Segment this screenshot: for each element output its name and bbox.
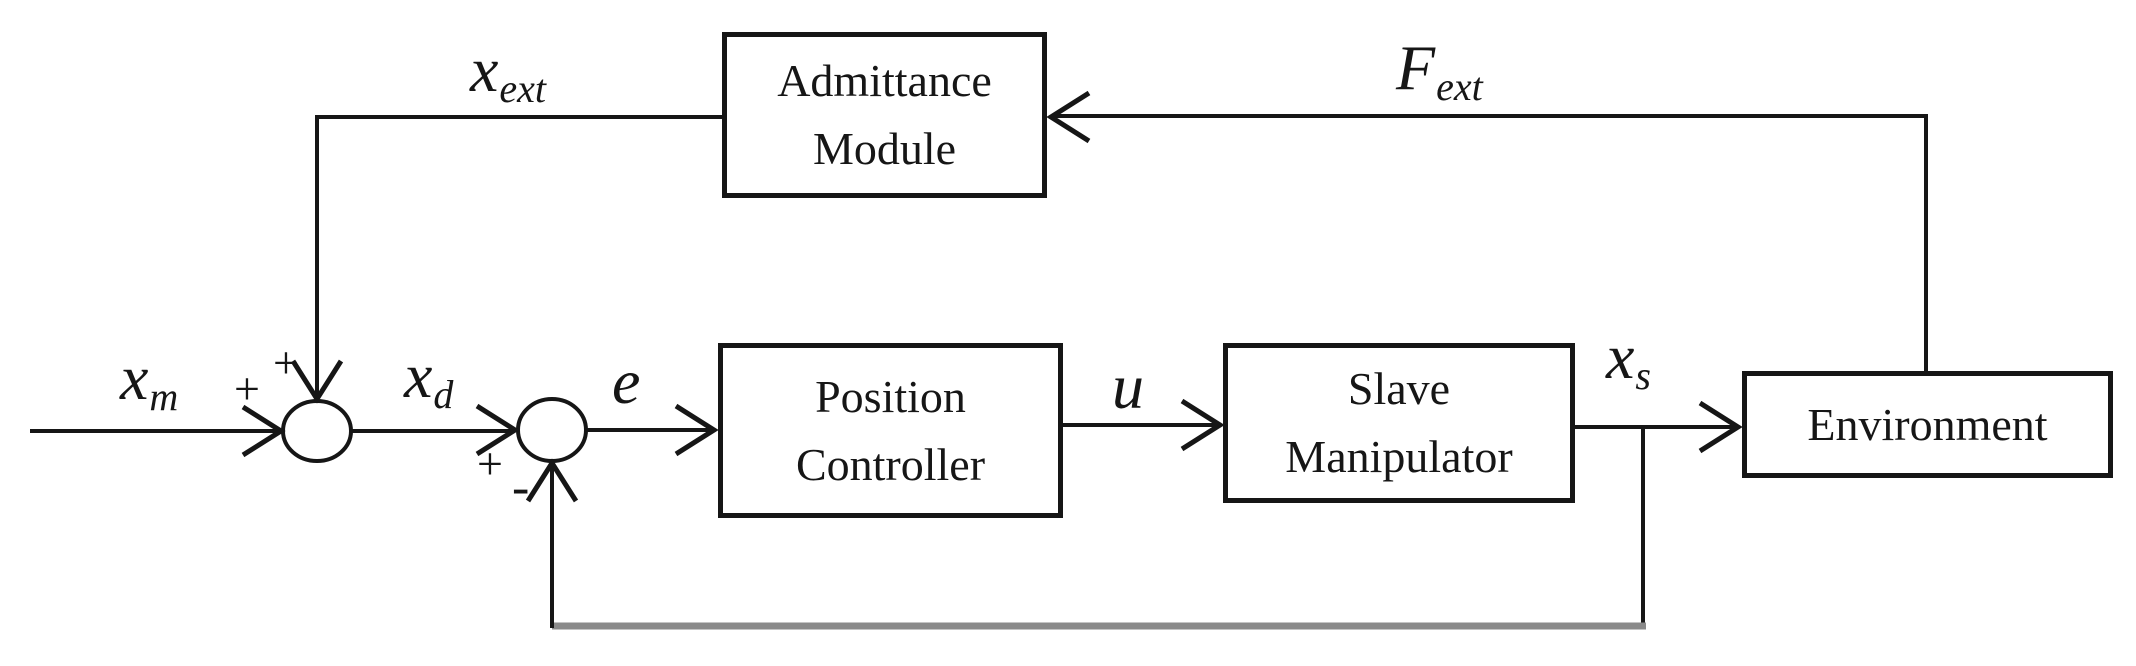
signal-e-symbol: e xyxy=(612,346,641,417)
arrowhead-into-position-controller xyxy=(674,403,719,457)
signal-xext-symbol: x xyxy=(470,34,499,105)
signal-xd-subscript: d xyxy=(433,372,454,418)
signal-xs-symbol: x xyxy=(1606,321,1635,392)
block-environment-label: Environment xyxy=(1807,398,2048,450)
signal-xd-symbol: x xyxy=(404,340,433,411)
block-slave-manipulator-label: Slave Manipulator xyxy=(1285,363,1513,482)
signal-label-e: e xyxy=(612,350,641,421)
sum1-top-plus-sign: + xyxy=(273,337,299,388)
sum2-left-plus-sign: + xyxy=(477,438,503,489)
block-admittance-module: Admittance Module xyxy=(722,32,1047,198)
arrowhead-into-environment xyxy=(1698,400,1743,454)
wire-xext-elbow xyxy=(315,115,722,399)
signal-xs-subscript: s xyxy=(1635,353,1651,399)
signal-fext-subscript: ext xyxy=(1436,64,1483,110)
arrowhead-xext-into-sum1 xyxy=(290,359,344,404)
arrowhead-into-sum1 xyxy=(241,404,286,458)
arrowhead-feedback-into-sum2 xyxy=(525,458,579,503)
sum1-left-plus-sign: + xyxy=(234,363,260,414)
signal-fext-symbol: F xyxy=(1396,32,1436,103)
signal-label-xext: xext xyxy=(470,38,546,109)
arrowhead-fext-into-admittance xyxy=(1046,90,1091,144)
signal-label-xs: xs xyxy=(1606,325,1651,396)
block-position-controller: Position Controller xyxy=(718,343,1063,518)
block-position-controller-label: Position Controller xyxy=(795,370,986,490)
signal-label-xm: xm xyxy=(120,346,178,417)
signal-label-fext: Fext xyxy=(1396,36,1483,107)
signal-xm-subscript: m xyxy=(149,374,179,420)
block-environment: Environment xyxy=(1742,371,2113,478)
summing-junction-1 xyxy=(281,399,353,463)
signal-xext-subscript: ext xyxy=(499,66,547,112)
arrowhead-into-sum2 xyxy=(475,403,520,457)
block-admittance-module-label: Admittance Module xyxy=(777,55,992,174)
block-slave-manipulator: Slave Manipulator xyxy=(1223,343,1575,503)
arrowhead-into-slave-manipulator xyxy=(1180,398,1225,452)
signal-u-symbol: u xyxy=(1112,351,1144,422)
signal-label-xd: xd xyxy=(404,344,453,415)
signal-label-u: u xyxy=(1112,355,1145,426)
signal-xm-symbol: x xyxy=(120,342,149,413)
summing-junction-2 xyxy=(516,397,588,463)
sum2-bottom-minus-sign: - xyxy=(512,459,530,516)
